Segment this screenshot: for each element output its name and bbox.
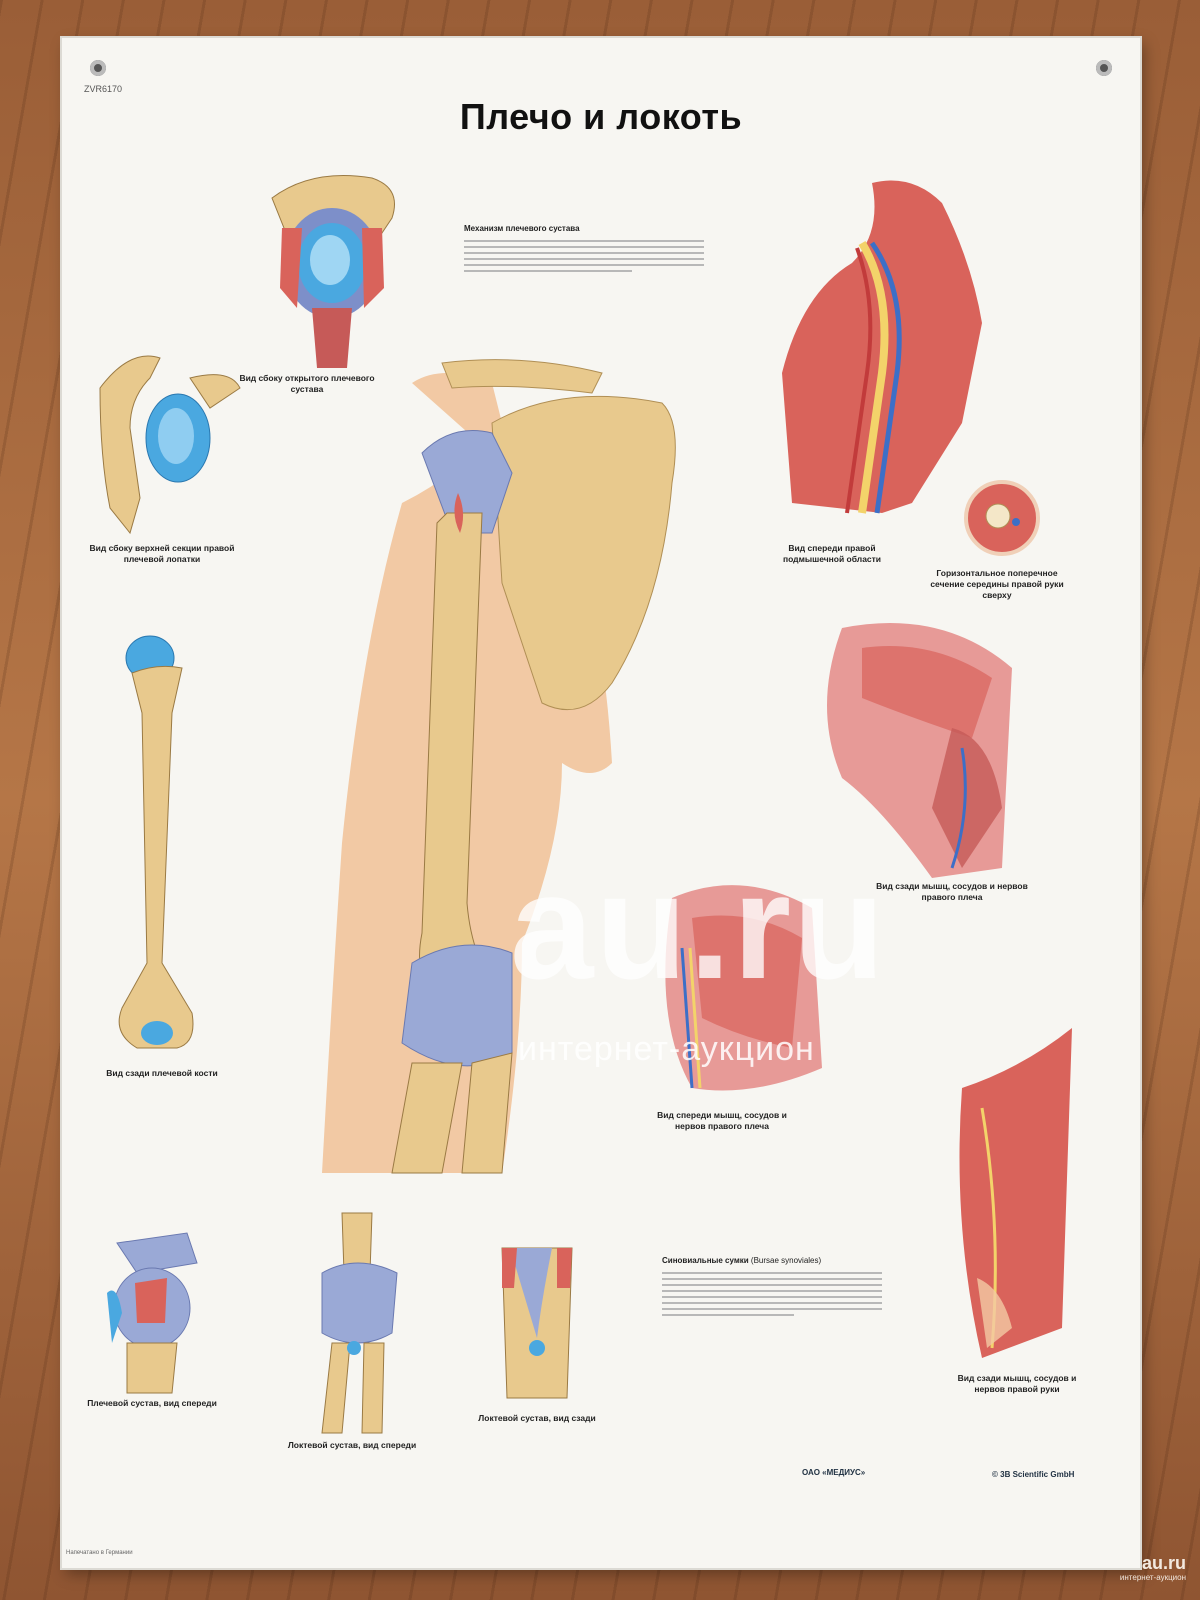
poster-title: Плечо и локоть (459, 96, 743, 137)
publisher-left: ОАО «МЕДИУС» (802, 1468, 866, 1477)
caption-elbow-front: Локтевой сустав, вид спереди (287, 1440, 417, 1450)
elbow-front-figure (321, 1212, 398, 1434)
caption-shoulder-back: Вид сзади мышц, сосудов и нервов правого… (876, 881, 1028, 903)
arm-section-figure (964, 480, 1040, 556)
poster-code: ZVR6170 (84, 84, 123, 94)
watermark-sub: интернет-аукцион (518, 1030, 815, 1068)
caption-arm-section: Горизонтальное поперечное сечение середи… (930, 568, 1064, 601)
caption-forearm-back: Вид сзади мышц, сосудов и нервов правой … (957, 1373, 1077, 1395)
main-arm-figure (322, 359, 676, 1174)
caption-humerus-back: Вид сзади плечевой кости (106, 1068, 218, 1078)
caption-axilla-front: Вид спереди правой подмышечной области (782, 543, 882, 565)
watermark-main: au.ru (510, 842, 887, 1010)
section-mechanics-title: Механизм плечевого сустава (464, 224, 580, 233)
caption-scapula-side: Вид сбоку верхней секции правой плечевой… (89, 543, 235, 565)
bursae-text (662, 1268, 882, 1320)
anatomy-poster: ZVR6170 Плечо и локоть Вид сбоку открыто… (62, 38, 1140, 1568)
shoulder-joint-front-figure (107, 1232, 198, 1394)
caption-shoulder-front: Вид спереди мышц, сосудов и нервов право… (657, 1110, 787, 1132)
caption-elbow-back: Локтевой сустав, вид сзади (478, 1413, 596, 1423)
open-joint-figure (271, 175, 395, 368)
shoulder-front-figure (665, 885, 822, 1091)
publisher-right: © 3B Scientific GmbH (992, 1470, 1075, 1479)
elbow-back-figure (501, 1247, 573, 1399)
caption-shoulder-joint-front: Плечевой сустав, вид спереди (87, 1398, 217, 1408)
axilla-front-figure (782, 180, 982, 514)
poster-footnote: Напечатано в Германии (66, 1550, 133, 1556)
forearm-back-figure (959, 1028, 1072, 1358)
corner-watermark: au.ru интернет-аукцион (1119, 1553, 1186, 1582)
eyelet-left (90, 60, 106, 76)
section-bursae-title: Синовиальные сумки (Bursae synoviales) (662, 1256, 822, 1265)
eyelet-right (1096, 60, 1112, 76)
humerus-back-figure (118, 635, 194, 1049)
scapula-side-figure (99, 355, 241, 535)
caption-open-joint: Вид сбоку открытого плечевого сустава (239, 373, 375, 395)
mechanics-text (464, 236, 704, 276)
shoulder-back-figure (827, 623, 1012, 878)
